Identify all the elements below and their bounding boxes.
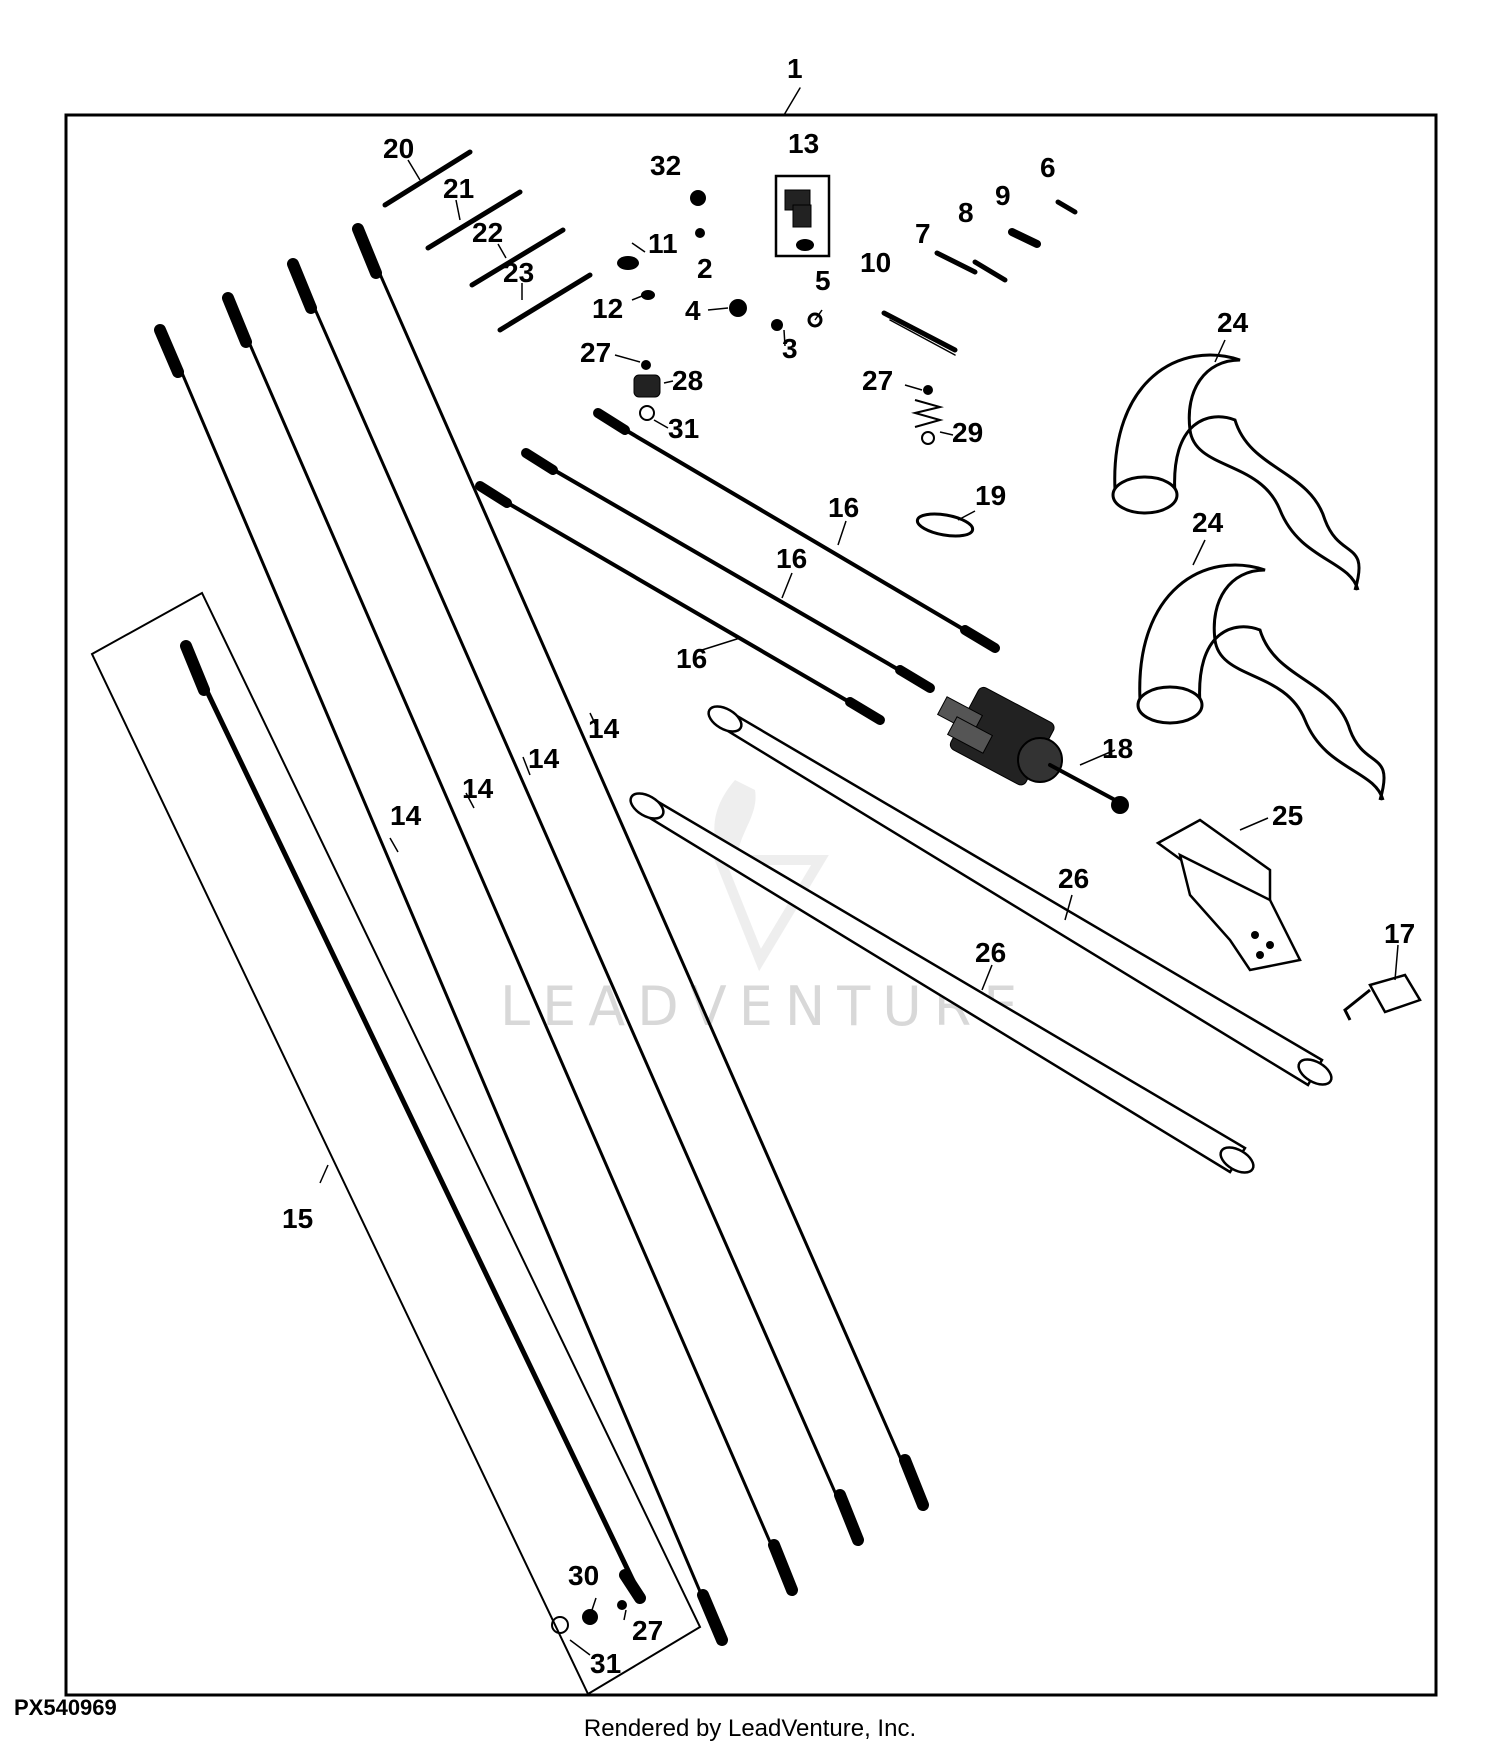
hydraulic-hose-16 xyxy=(521,448,935,693)
hydraulic-hose-14 xyxy=(287,258,864,1546)
flexible-hose-24 xyxy=(1136,563,1386,801)
callout-27-a: 27 xyxy=(580,337,611,368)
callout-19: 19 xyxy=(975,480,1006,511)
callout-6: 6 xyxy=(1040,152,1056,183)
cable-tie-21 xyxy=(425,189,523,251)
cable-tie-20 xyxy=(382,149,473,208)
callout-8: 8 xyxy=(958,197,974,228)
callout-14-a: 14 xyxy=(588,713,620,744)
control-valve-18 xyxy=(936,686,1129,814)
bolt-9 xyxy=(1008,228,1041,248)
callout-31-b: 31 xyxy=(590,1648,621,1679)
callout-27-c: 27 xyxy=(632,1615,663,1646)
leader-line-1 xyxy=(783,87,801,116)
callout-14-b: 14 xyxy=(528,743,560,774)
subassembly-15-frame xyxy=(90,591,702,1696)
hydraulic-hose-14 xyxy=(352,223,929,1511)
callout-17: 17 xyxy=(1384,918,1415,949)
callout-1: 1 xyxy=(787,53,803,84)
leader-lines xyxy=(319,159,1399,1656)
nut-2 xyxy=(695,228,705,238)
small-bracket-17 xyxy=(1343,973,1422,1021)
callout-21: 21 xyxy=(443,173,474,204)
callout-16-c: 16 xyxy=(676,643,707,674)
hydraulic-hose-14 xyxy=(222,292,798,1596)
callout-30: 30 xyxy=(568,1560,599,1591)
hydraulic-hose-14 xyxy=(154,324,728,1646)
callout-23: 23 xyxy=(503,257,534,288)
callout-28: 28 xyxy=(672,365,703,396)
callout-16-b: 16 xyxy=(776,543,807,574)
callout-12: 12 xyxy=(592,293,623,324)
callout-4: 4 xyxy=(685,295,701,326)
callout-26-b: 26 xyxy=(975,937,1006,968)
callout-9: 9 xyxy=(995,180,1011,211)
callout-18: 18 xyxy=(1102,733,1133,764)
cable-tie-22 xyxy=(469,227,566,288)
hydraulic-hose-16 xyxy=(593,408,1000,653)
callout-32: 32 xyxy=(650,150,681,181)
callout-3: 3 xyxy=(782,333,798,364)
callout-22: 22 xyxy=(472,217,503,248)
footer-credit: Rendered by LeadVenture, Inc. xyxy=(583,1715,917,1742)
mounting-bracket-25 xyxy=(1155,818,1302,972)
washer-32 xyxy=(690,190,706,206)
callout-31-a: 31 xyxy=(668,413,699,444)
callout-20: 20 xyxy=(383,133,414,164)
callout-24-a: 24 xyxy=(1217,307,1249,338)
callout-5: 5 xyxy=(815,265,831,296)
strap-19 xyxy=(915,512,975,538)
callout-10: 10 xyxy=(860,247,891,278)
bolt-6 xyxy=(1055,199,1078,215)
tube-26 xyxy=(629,792,1255,1174)
nut-4 xyxy=(729,299,747,317)
callout-14-d: 14 xyxy=(390,800,422,831)
callout-15: 15 xyxy=(282,1203,313,1234)
cable-tie-23 xyxy=(497,272,593,333)
spring-29 xyxy=(911,385,944,445)
fitting-13 xyxy=(774,174,831,258)
hose-assembly-15 xyxy=(180,640,646,1634)
washer-12 xyxy=(641,290,655,300)
callout-27-b: 27 xyxy=(862,365,893,396)
fitting-28 xyxy=(633,360,661,421)
callout-11: 11 xyxy=(648,228,678,259)
washer-11 xyxy=(617,256,639,270)
callout-14-c: 14 xyxy=(462,773,494,804)
kit-outline-frame xyxy=(64,113,1438,1697)
flexible-hose-24 xyxy=(1111,353,1361,591)
nut-3 xyxy=(771,319,783,331)
callout-16-a: 16 xyxy=(828,492,859,523)
tube-26 xyxy=(707,705,1333,1087)
callout-7: 7 xyxy=(915,218,931,249)
callout-25: 25 xyxy=(1272,800,1303,831)
bolt-8 xyxy=(972,259,1008,283)
hydraulic-hose-16 xyxy=(475,481,885,725)
bolt-7 xyxy=(934,250,978,275)
callout-29: 29 xyxy=(952,417,983,448)
callout-24-b: 24 xyxy=(1192,507,1224,538)
figure-id: PX540969 xyxy=(14,1695,117,1720)
callout-26-a: 26 xyxy=(1058,863,1089,894)
bolt-10 xyxy=(881,310,958,356)
callout-2: 2 xyxy=(697,253,713,284)
callout-13: 13 xyxy=(788,128,819,159)
